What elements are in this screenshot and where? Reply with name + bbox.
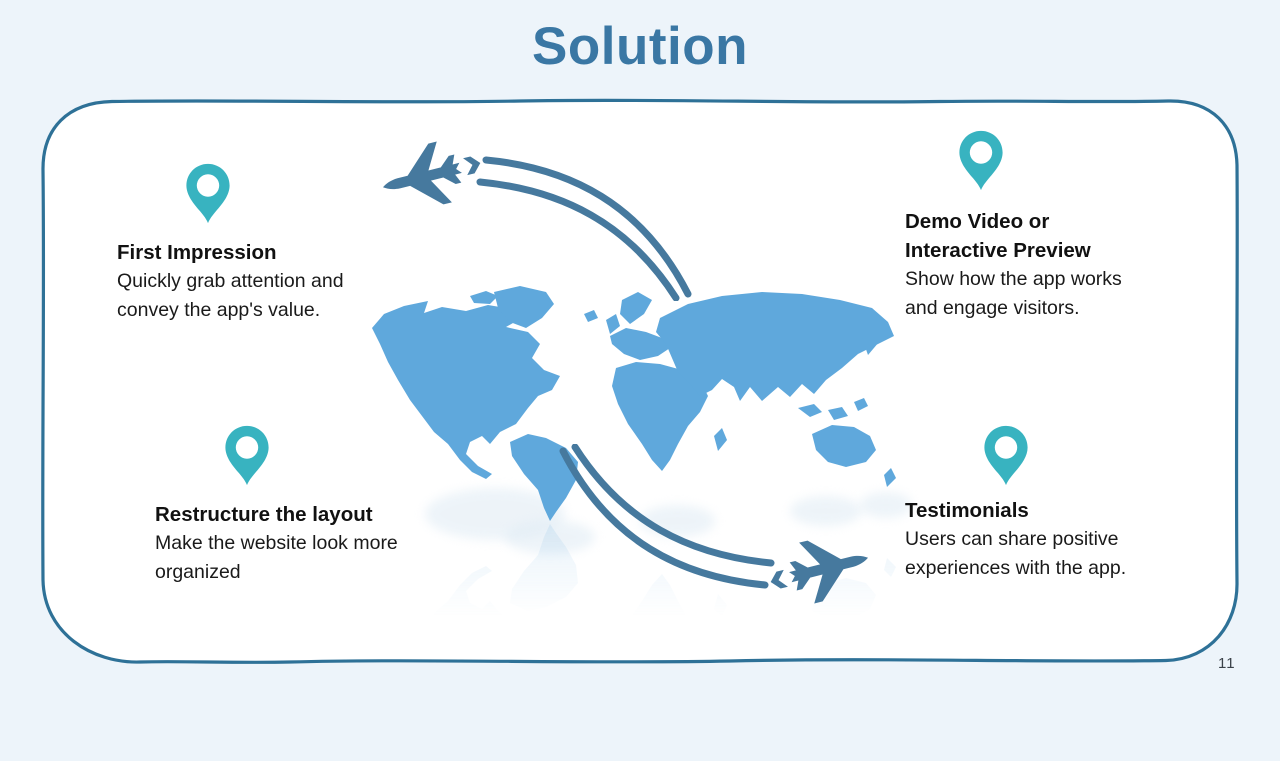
feature-first-impression: First Impression Quickly grab attention … [117, 158, 379, 325]
feature-description: Make the website look more organized [155, 532, 398, 583]
slide-title: Solution [532, 17, 748, 76]
feature-demo-video: Demo Video or Interactive Preview Show h… [905, 125, 1155, 323]
feature-title: Testimonials [905, 499, 1029, 522]
presentation-slide: Solution [41, 17, 1239, 759]
feature-description: Quickly grab attention and convey the ap… [117, 270, 344, 321]
feature-description: Users can share positive experiences wit… [905, 528, 1127, 579]
map-pin-icon [982, 420, 1030, 491]
feature-title: First Impression [117, 241, 277, 264]
page-number: 11 [1218, 655, 1236, 672]
map-pin-icon [223, 420, 271, 491]
map-pin-icon [184, 158, 232, 229]
feature-testimonials: Testimonials Users can share positive ex… [905, 420, 1157, 583]
cloud-shape [790, 496, 862, 526]
airplane-contrail-icon [370, 126, 700, 301]
map-pin-icon [957, 125, 1005, 196]
cloud-shape [860, 492, 912, 518]
feature-description: Show how the app works and engage visito… [905, 268, 1122, 319]
airplane-contrail-icon [551, 444, 881, 619]
world-map-illustration [370, 284, 910, 524]
cloud-shape [640, 505, 715, 537]
feature-restructure-layout: Restructure the layout Make the website … [155, 420, 440, 587]
feature-title: Demo Video or Interactive Preview [905, 210, 1091, 262]
feature-title: Restructure the layout [155, 503, 373, 526]
